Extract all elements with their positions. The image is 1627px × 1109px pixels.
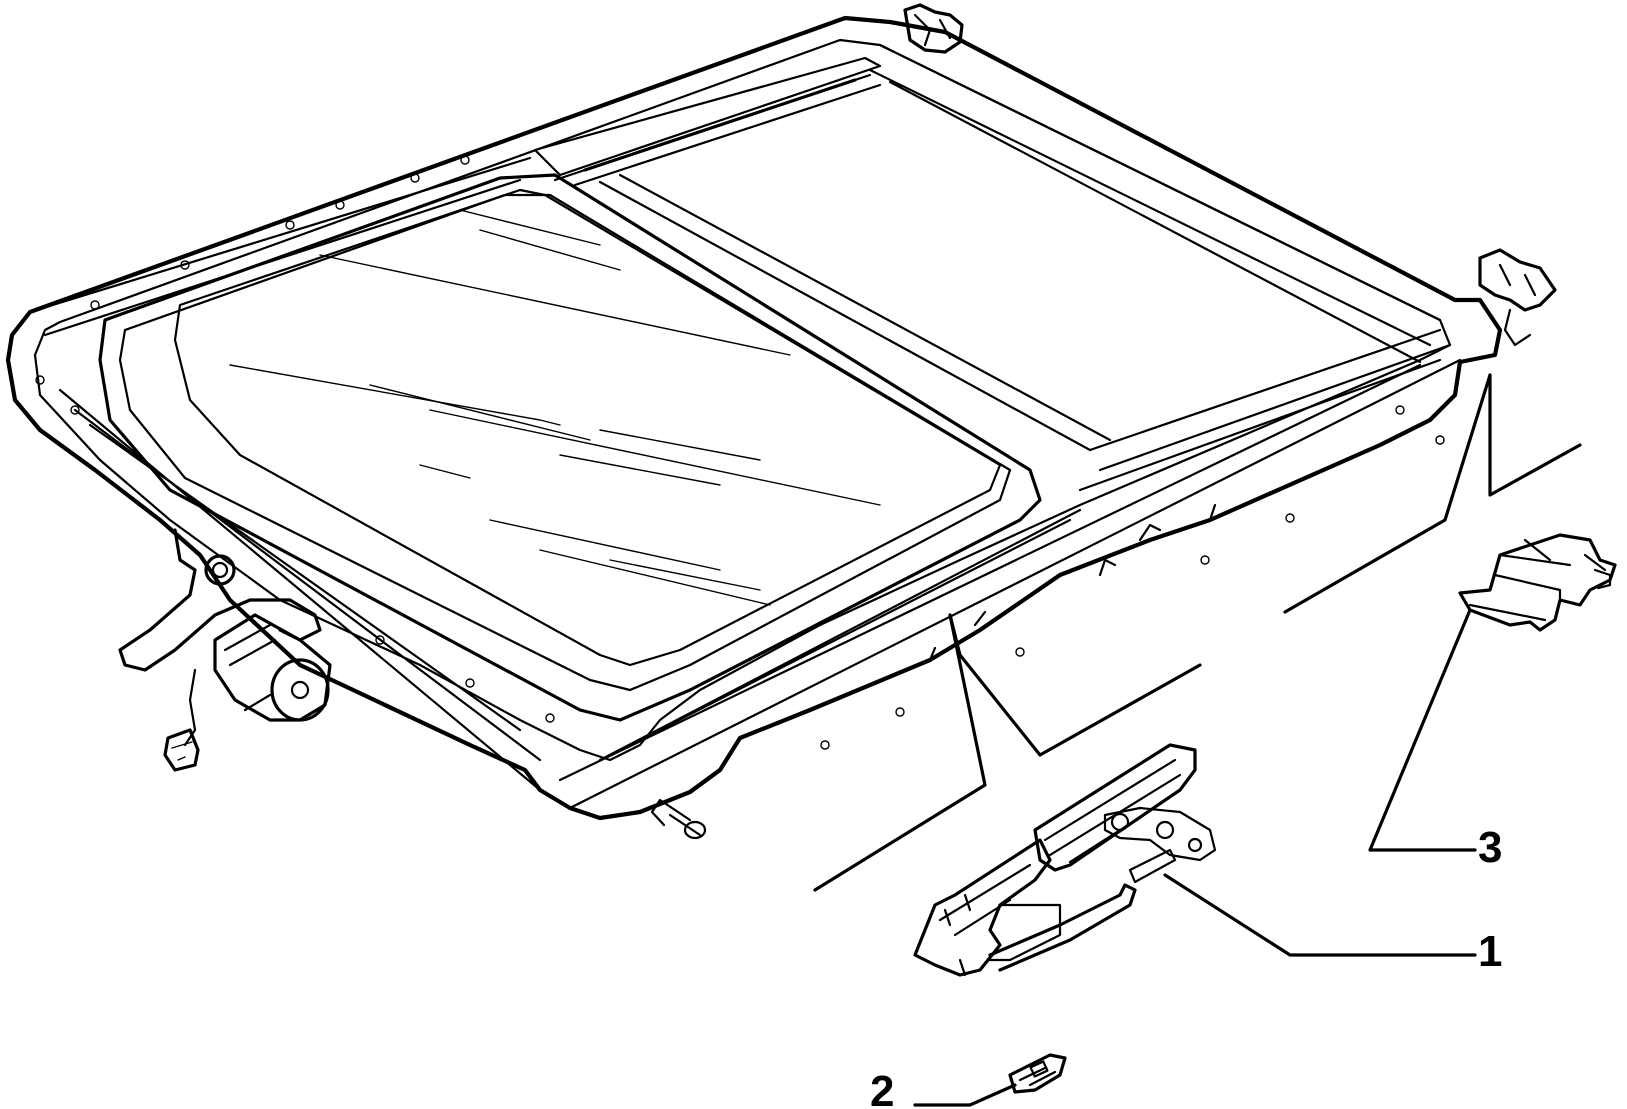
guide-rail-body [1033, 743, 1197, 872]
clip-body [1008, 1053, 1067, 1094]
guide-long-arm [988, 883, 1137, 972]
guide-base-plate [913, 838, 1052, 977]
frame-outer-outline [5, 15, 1503, 821]
front-bottom-rail [558, 358, 1462, 810]
glass-panel [98, 173, 1042, 722]
front-cross-member [1078, 328, 1452, 492]
mounting-holes [35, 155, 1445, 750]
motor-bracket [118, 528, 322, 672]
cable-connector-top [903, 3, 964, 54]
rear-cross-bar [583, 78, 857, 172]
guide-pin-rod [1128, 848, 1177, 884]
frame-notches [928, 503, 1217, 662]
leader-1-from-frame [948, 613, 1202, 757]
part-1-guide-mechanism [913, 743, 1217, 977]
motor-mount-boss [204, 554, 236, 586]
callout-1-leader [1163, 873, 1477, 957]
drain-tube-stub [650, 798, 707, 840]
callout-2-leader [913, 1083, 1017, 1107]
callout-lines [913, 608, 1477, 1107]
part-3-corner-guide [1458, 533, 1617, 632]
callout-1-label: 1 [1478, 927, 1502, 976]
part-2-clip [1008, 1053, 1067, 1094]
glass-reflections [229, 209, 881, 606]
rear-cross-member [533, 56, 882, 187]
glass-panel-inner-edge [173, 188, 1002, 667]
leader-3-from-frame [1283, 373, 1582, 614]
drive-motor [118, 528, 332, 772]
motor-end-cap [270, 658, 330, 722]
glass-panel-outer-edge [98, 173, 1042, 722]
leader-lines [813, 373, 1582, 892]
motor-wiring [183, 668, 197, 747]
motor-connector-plug [163, 728, 200, 772]
left-side-rail [28, 156, 542, 792]
corner-guide-body [1458, 533, 1617, 632]
frame-inner-contour [33, 38, 1452, 762]
cable-connector-right [1478, 248, 1557, 347]
callout-3-leader [1368, 608, 1477, 852]
motor-body [213, 613, 332, 722]
callout-3-label: 3 [1478, 823, 1502, 872]
callout-labels: 1 2 3 [870, 823, 1502, 1109]
right-side-rail [598, 43, 1442, 452]
callout-2-label: 2 [870, 1067, 894, 1109]
guide-pivot-link [1103, 806, 1217, 862]
